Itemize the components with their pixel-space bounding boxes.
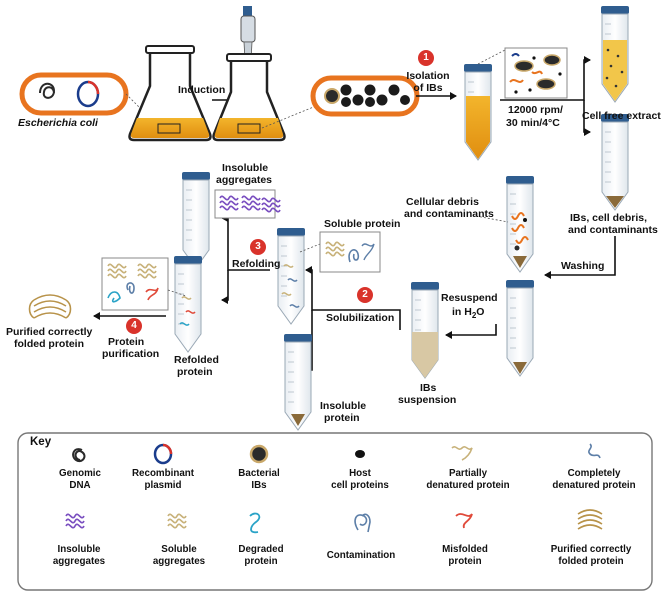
label-centrifuge-speed: 12000 rpm/	[508, 104, 563, 116]
culture-flask-2	[212, 53, 286, 142]
label-cell-debris-1: Cellular debris	[406, 196, 479, 208]
label-resuspend: Resuspend	[441, 292, 498, 304]
key-title: Key	[30, 436, 52, 448]
cell-free-extract-tube	[600, 5, 630, 103]
label-insoluble-agg-1: Insoluble	[222, 162, 269, 174]
washing-tube	[505, 175, 535, 273]
step-badge-2: 2	[357, 287, 373, 303]
label-solubilization: Solubilization	[326, 312, 395, 324]
ibs-pellet-tube	[600, 113, 630, 211]
label-insoluble-protein-1: Insoluble	[320, 400, 367, 412]
key-box	[17, 432, 653, 591]
key-label-contamination: Contamination	[326, 550, 396, 561]
induced-cell	[310, 75, 420, 117]
label-refolding: Refolding	[232, 258, 281, 270]
label-purification-2: purification	[102, 348, 160, 360]
label-washing: Washing	[561, 260, 605, 272]
lysate-inset	[504, 47, 568, 99]
step-badge-4: 4	[126, 318, 142, 334]
label-purification-1: Protein	[108, 336, 145, 348]
label-insoluble-protein-2: protein	[324, 412, 360, 424]
label-refolded-1: Refolded	[174, 354, 219, 366]
ecoli-cell	[19, 72, 129, 116]
label-ibs-suspension-2: suspension	[398, 394, 457, 406]
label-purified-1: Purified correctly	[6, 326, 93, 338]
label-cell-free-extract: Cell free extract	[582, 110, 661, 122]
key-icons	[65, 443, 603, 534]
ibs-suspension-tube	[410, 281, 440, 379]
centrifuge-tube-culture	[463, 63, 493, 161]
step-badge-1: 1	[418, 50, 434, 66]
label-soluble-protein: Soluble protein	[324, 218, 401, 230]
label-ibs-debris-1: IBs, cell debris,	[570, 212, 648, 224]
step-badge-3: 3	[250, 239, 266, 255]
insoluble-aggregates-tube	[181, 171, 211, 269]
label-insoluble-agg-2: aggregates	[216, 174, 273, 186]
resuspended-tube	[505, 279, 535, 377]
refolded-mixture-inset	[101, 257, 169, 311]
label-ibs-suspension-1: IBs	[420, 382, 437, 394]
purified-protein	[28, 294, 72, 319]
label-purified-2: folded protein	[14, 338, 84, 350]
label-in-water: in H2O	[452, 306, 485, 321]
insoluble-protein-tube	[283, 333, 313, 431]
label-isolation: Isolation of IBs	[406, 70, 450, 94]
soluble-protein-tube	[276, 227, 306, 325]
label-centrifuge-time: 30 min/4°C	[506, 117, 560, 129]
culture-flask-1	[128, 45, 212, 142]
insoluble-aggregates-inset	[214, 189, 281, 219]
label-refolded-2: protein	[177, 366, 213, 378]
label-ibs-debris-2: and contaminants	[568, 224, 658, 236]
label-ecoli: Escherichia coli	[18, 117, 98, 129]
refolded-protein-tube	[173, 255, 203, 353]
soluble-protein-inset	[319, 231, 381, 273]
label-cell-debris-2: and contaminants	[404, 208, 494, 220]
label-induction: Induction	[178, 84, 226, 96]
